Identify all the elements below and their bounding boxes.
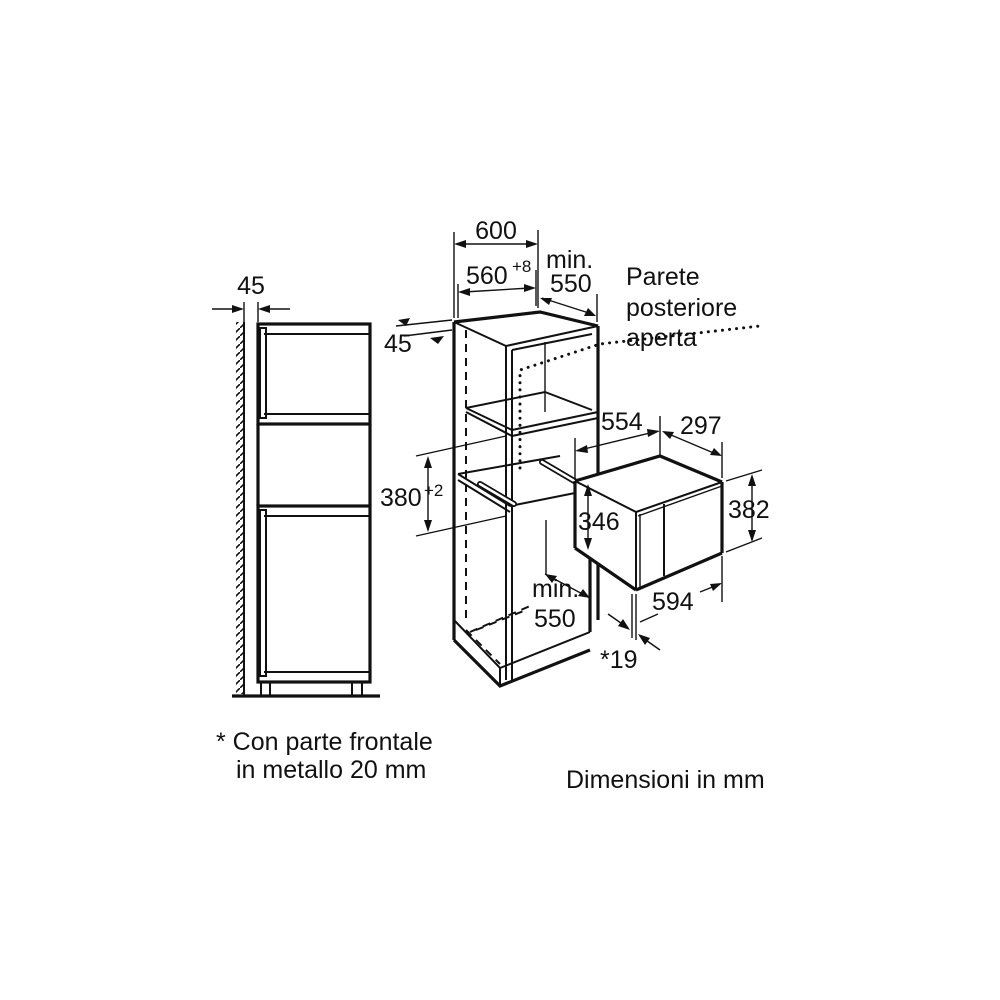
lower-cabinet <box>256 504 372 684</box>
wall-gap-label: 45 <box>237 272 265 300</box>
appliance-view: 554 297 382 346 594 *19 <box>573 408 770 674</box>
appliance-depth-label: 554 <box>601 408 643 436</box>
iso-cabinet-view: 600 560 +8 min. 550 45 Parete posteriore… <box>380 217 762 688</box>
rear-wall-note-line3: aperta <box>626 324 697 352</box>
depth-top-value-label: 550 <box>550 270 592 298</box>
width-inner-label: 560 <box>466 262 508 290</box>
niche-height-label: 380 <box>380 484 422 512</box>
footnote-line1: * Con parte frontale <box>216 728 433 756</box>
appliance-height-inner-label: 346 <box>578 508 620 536</box>
depth-bottom-min-label: min. <box>532 575 579 603</box>
rear-wall-note-line2: posteriore <box>626 294 737 322</box>
units-note: Dimensioni in mm <box>566 766 765 794</box>
appliance-width-label: 594 <box>652 588 694 616</box>
upper-cabinet <box>256 322 372 426</box>
rear-wall-dotted-line <box>518 324 762 470</box>
width-inner-tolerance: +8 <box>512 257 531 276</box>
appliance-height-outer-label: 382 <box>728 496 770 524</box>
depth-top-min-label: min. <box>546 246 593 274</box>
niche-height-tolerance: +2 <box>424 481 443 500</box>
side-view: 45 <box>212 272 380 698</box>
width-outer-label: 600 <box>475 217 517 245</box>
depth-bottom-value-label: 550 <box>534 605 576 633</box>
top-angle-label: 45 <box>384 330 412 358</box>
front-thickness-label: *19 <box>600 646 638 674</box>
appliance-front-depth-label: 297 <box>680 412 722 440</box>
footnote-line2: in metallo 20 mm <box>236 756 426 784</box>
wall-hatching <box>236 322 244 694</box>
rear-wall-note-line1: Parete <box>626 263 700 291</box>
